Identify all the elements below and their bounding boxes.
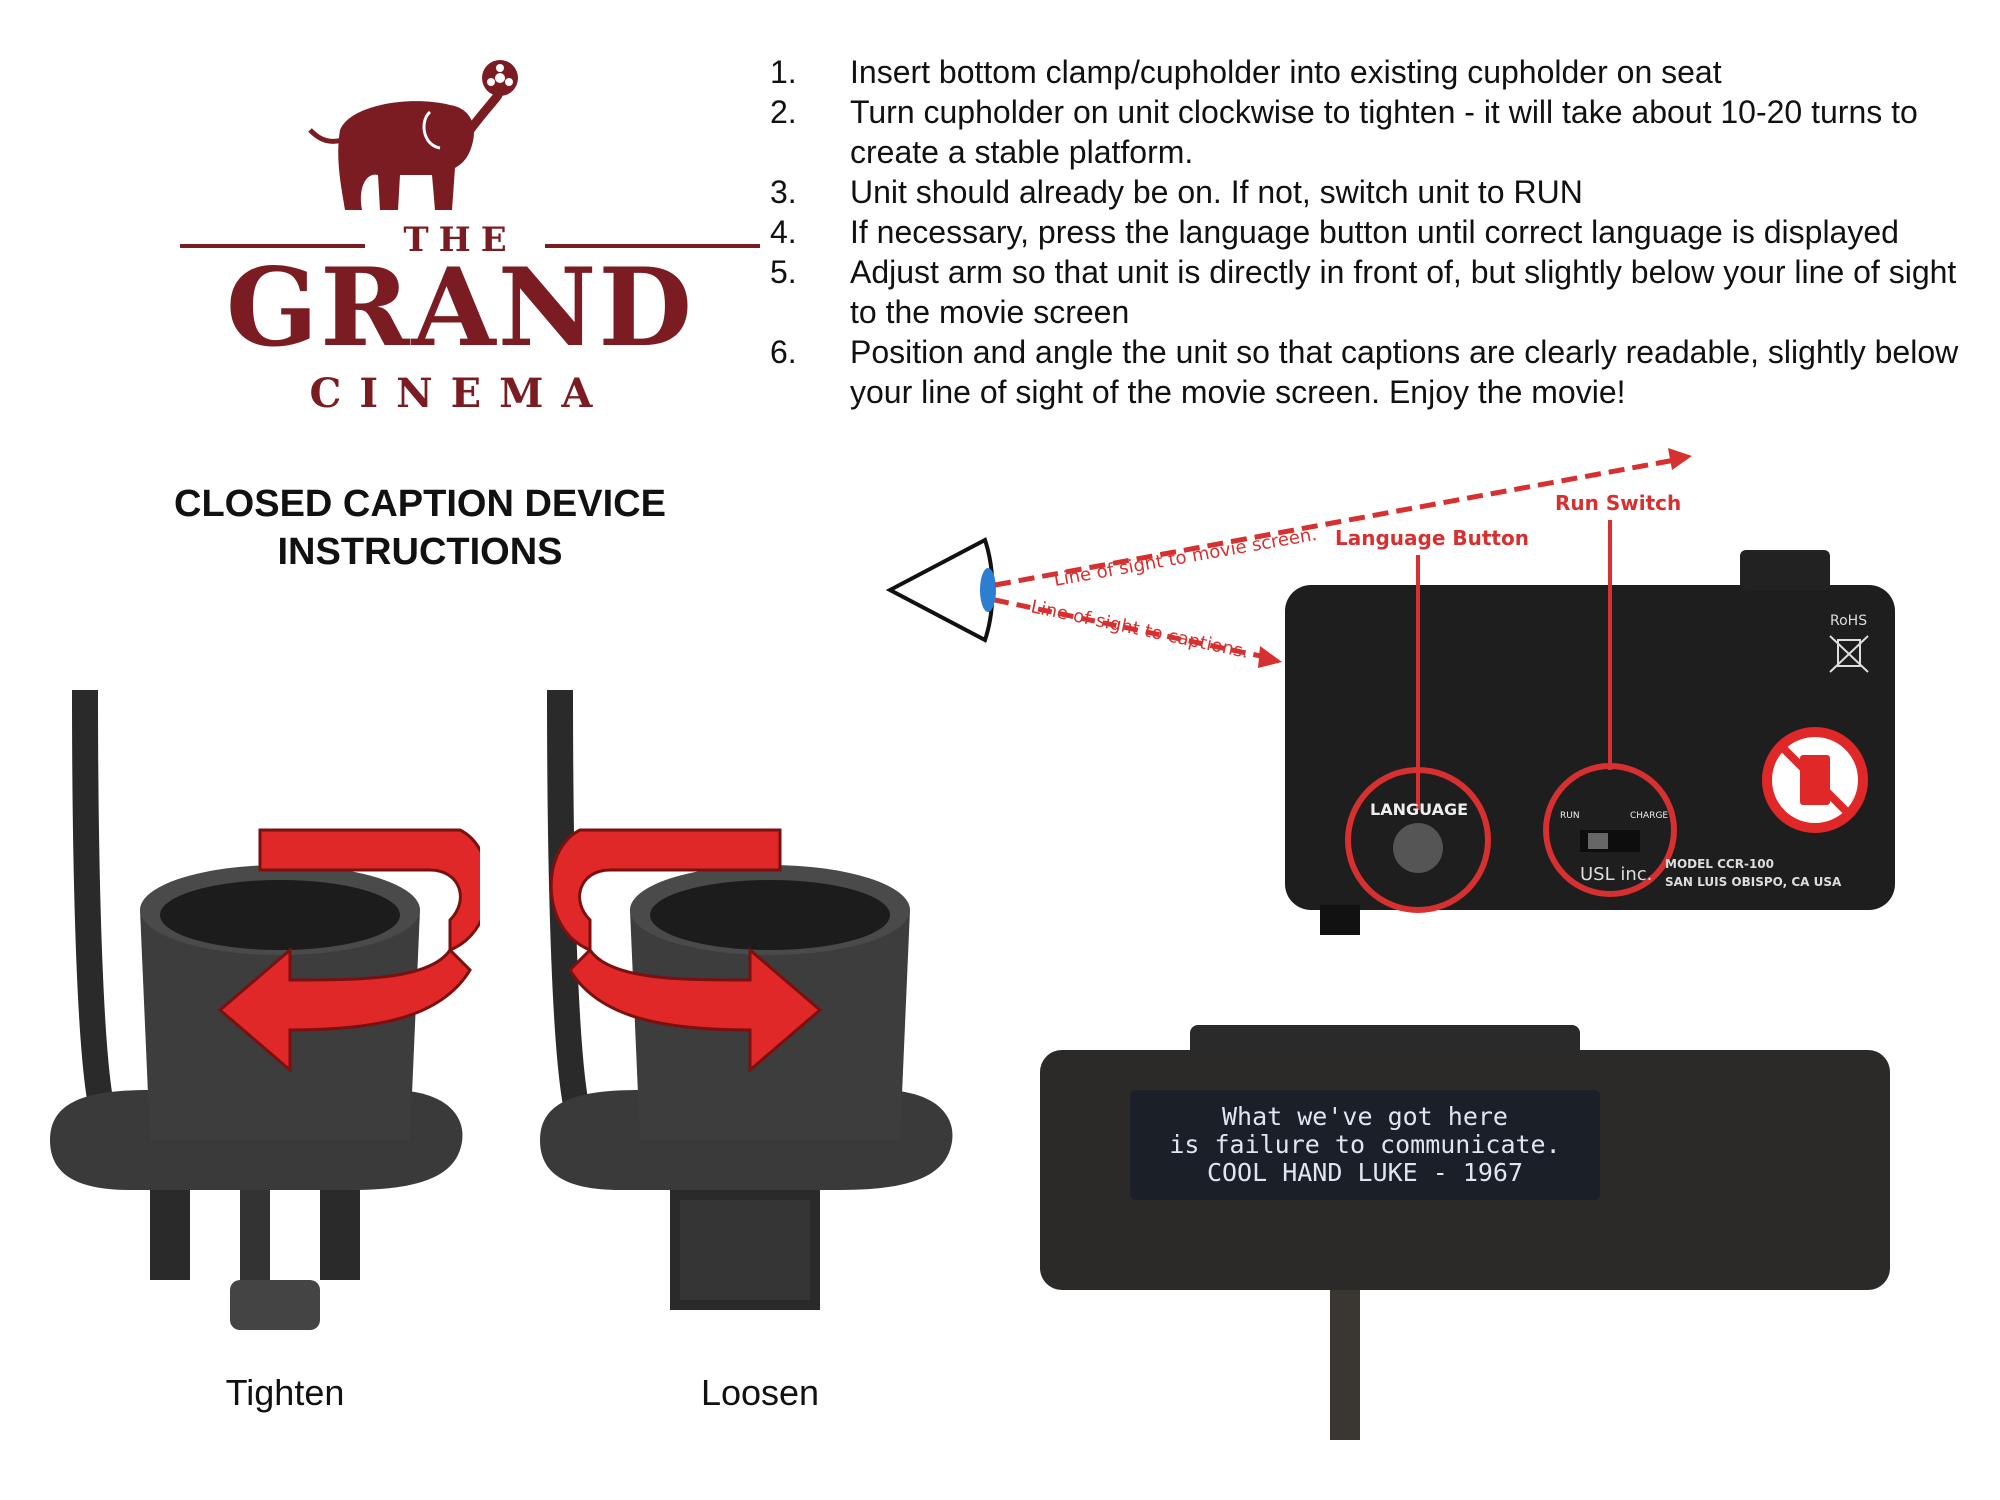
tighten-label: Tighten — [225, 1372, 345, 1413]
device-run-text: RUN — [1560, 811, 1580, 821]
step-text: If necessary, press the language button … — [850, 214, 1899, 250]
cupholder-loosen-image — [540, 689, 953, 1310]
language-button[interactable] — [1393, 823, 1443, 873]
step-text: Position and angle the unit so that capt… — [850, 334, 1959, 410]
step-item: 5. Adjust arm so that unit is directly in… — [770, 252, 1990, 332]
caption-screen — [1130, 1090, 1600, 1200]
step-number: 1. — [770, 54, 797, 90]
run-switch-callout: Run Switch — [1555, 491, 1681, 515]
caption-line-1: What we've got here — [1222, 1102, 1508, 1131]
instruction-steps: 1. Insert bottom clamp/cupholder into exi… — [770, 52, 1990, 412]
step-item: 3. Unit should already be on. If not, swi… — [770, 172, 1990, 212]
device-language-text: LANGUAGE — [1370, 800, 1468, 819]
caption-line-2: is failure to communicate. — [1169, 1130, 1561, 1159]
step-text: Adjust arm so that unit is directly in f… — [850, 254, 1957, 330]
page-title-line2: INSTRUCTIONS — [277, 531, 563, 573]
page-title-line1: CLOSED CAPTION DEVICE — [174, 483, 666, 525]
model-text: MODEL CCR-100 — [1665, 857, 1774, 871]
logo-rule-right — [545, 244, 760, 248]
step-text: Unit should already be on. If not, switc… — [850, 174, 1583, 210]
step-number: 6. — [770, 334, 797, 370]
step-number: 4. — [770, 214, 797, 250]
step-number: 3. — [770, 174, 797, 210]
device-diagram: Line of sight to movie screen. Line of s… — [885, 448, 1895, 935]
company-text: SAN LUIS OBISPO, CA USA — [1665, 875, 1842, 889]
step-item: 1. Insert bottom clamp/cupholder into exi… — [770, 52, 1990, 92]
step-item: 6. Position and angle the unit so that ca… — [770, 332, 1990, 412]
step-text: Turn cupholder on unit clockwise to tigh… — [850, 94, 1918, 170]
line-of-sight-captions-label: Line of sight to captions. — [1029, 596, 1251, 663]
device-charge-text: CHARGE — [1630, 811, 1668, 821]
rohs-mark: RoHS — [1830, 613, 1867, 629]
cinema-logo: THE GRAND CINEMA — [150, 40, 760, 420]
brand-mark: USL inc. — [1580, 864, 1652, 885]
step-number: 5. — [770, 254, 797, 290]
logo-the: THE — [403, 220, 517, 260]
page-title: CLOSED CAPTION DEVICE INSTRUCTIONS — [120, 480, 720, 576]
step-item: 4. If necessary, press the language butto… — [770, 212, 1990, 252]
cupholder-tighten-image — [50, 689, 480, 1330]
loosen-label: Loosen — [700, 1372, 820, 1413]
step-number: 2. — [770, 94, 797, 130]
eye-icon — [885, 537, 996, 643]
caption-line-3: COOL HAND LUKE - 1967 — [1206, 1158, 1524, 1187]
elephant-film-reel-icon — [308, 60, 518, 210]
logo-rule-left — [180, 244, 365, 248]
logo-grand: GRAND — [225, 245, 695, 371]
caption-display-photo — [1040, 1025, 1890, 1440]
step-text: Insert bottom clamp/cupholder into exist… — [850, 54, 1722, 90]
step-item: 2. Turn cupholder on unit clockwise to ti… — [770, 92, 1990, 172]
line-of-sight-movie-label: Line of sight to movie screen. — [1052, 524, 1318, 591]
logo-cinema: CINEMA — [309, 370, 611, 417]
no-battery-icon — [1762, 727, 1868, 833]
weee-bin-icon — [1829, 635, 1869, 673]
language-button-callout: Language Button — [1335, 526, 1529, 550]
